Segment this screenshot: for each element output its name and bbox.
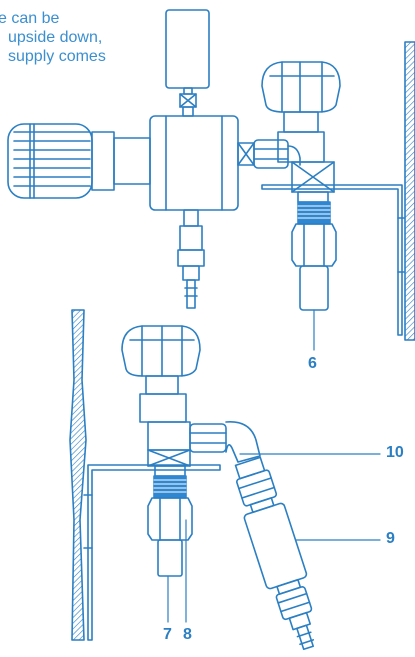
- valve-nut-bottom: [147, 497, 193, 577]
- wall-top-right: [404, 41, 415, 341]
- callout-10: 10: [386, 444, 404, 461]
- regulator-outlet: [177, 209, 205, 309]
- gauge-top: [165, 9, 210, 117]
- note-line-3: supply comes: [8, 48, 106, 65]
- instruction-note: e can be upside down, supply comes: [0, 9, 170, 104]
- hose-assembly: [234, 456, 315, 651]
- valve-body-bottom: [147, 421, 191, 477]
- connection-nut-top: [253, 139, 301, 169]
- valve-thread-top: [297, 201, 331, 225]
- valve-thread-bottom: [153, 475, 187, 499]
- elbow-fitting: [189, 421, 261, 463]
- valve-handwheel-top: [261, 61, 341, 163]
- callout-8: 8: [183, 626, 192, 643]
- bracket-top: [261, 184, 405, 336]
- valve-body-top: [291, 161, 335, 203]
- bracket-bottom: [83, 464, 221, 641]
- regulator-knob: [7, 123, 151, 199]
- regulator-body: [149, 115, 255, 211]
- callout-6: 6: [308, 355, 317, 372]
- callout-7: 7: [163, 626, 172, 643]
- leader-lines: [167, 309, 381, 623]
- valve-handwheel-bottom: [121, 325, 201, 423]
- note-line-1: e can be: [0, 10, 60, 27]
- note-line-2: upside down,: [8, 29, 103, 46]
- callout-9: 9: [386, 530, 395, 547]
- valve-nut-top: [291, 223, 337, 311]
- wall-bottom-left: [69, 309, 87, 641]
